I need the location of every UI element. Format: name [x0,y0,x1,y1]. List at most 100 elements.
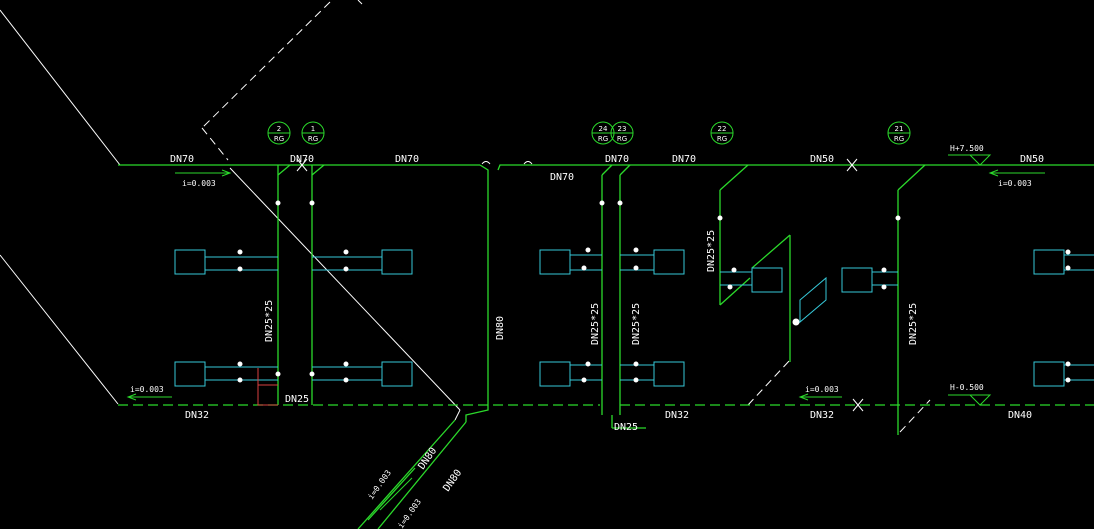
valve-icon [275,200,281,206]
valve-icon [617,200,623,206]
riser-tag: 23 RG [610,121,634,145]
fixtures [174,249,1065,387]
fixture [751,267,783,293]
svg-text:RG: RG [274,135,284,143]
elevation-label: H+7.500 [950,144,984,153]
valve-icon [237,361,243,367]
riser-tag: 1 RG [301,121,325,145]
valve-icon [309,371,315,377]
valve-icon [633,361,639,367]
riser-tags: 2 RG 1 RG 24 RG 23 RG 22 RG [267,121,911,145]
valves [237,200,1071,383]
pipe-size-label: DN70 [290,154,314,165]
valve-icon [343,249,349,255]
fixture [381,361,413,387]
valve-icon [1065,249,1071,255]
pipe-size-label: DN70 [550,172,574,183]
valve-icon [581,265,587,271]
pipe-size-label: DN70 [605,154,629,165]
construction-lines [0,0,931,433]
pipe-size-label: DN32 [810,410,834,421]
svg-text:RG: RG [308,135,318,143]
pipe-size-label: DN50 [1020,154,1044,165]
valve-icon [581,377,587,383]
cross-marker-icon [846,158,858,172]
valve-icon [585,247,591,253]
valve-icon [1065,361,1071,367]
elevation-label: H-0.500 [950,383,984,392]
cross-marker-icon [296,158,308,172]
pipe-size-label: DN70 [672,154,696,165]
valve-icon [237,266,243,272]
pipe-size-label: DN32 [665,410,689,421]
slope-arrows [126,169,1045,511]
riser-tag: 22 RG [710,121,734,145]
elevation-markers [948,154,992,406]
fixture [653,249,685,275]
pipe-size-label: DN40 [1008,410,1032,421]
fixture [381,249,413,275]
svg-text:1: 1 [311,125,315,133]
fixture [841,267,873,293]
highlight-marker [257,368,278,406]
svg-text:RG: RG [894,135,904,143]
pipe-size-label: DN25 [285,394,309,405]
pipe-network [118,164,1094,529]
valve-icon [895,215,901,221]
pipe-size-label: DN80 [495,316,506,340]
fixture-isometric [799,276,827,324]
expansion-joints [296,158,864,412]
fixture [174,249,206,275]
svg-text:2: 2 [277,125,281,133]
fixture [174,361,206,387]
svg-text:RG: RG [617,135,627,143]
valve-icon [727,284,733,290]
valve-icon [585,361,591,367]
slope-label: i=0.003 [130,385,164,394]
bend-icon [481,161,491,165]
branch-pipes [205,254,1094,381]
valve-icon [1065,265,1071,271]
pipe-size-label: DN25*25 [706,230,717,272]
pipe-size-label: DN70 [170,154,194,165]
pipe-size-label: DN32 [185,410,209,421]
svg-text:RG: RG [717,135,727,143]
bend-icon [523,161,533,165]
riser-tag: 21 RG [887,121,911,145]
valve-icon [717,215,723,221]
pipe-size-label: DN70 [395,154,419,165]
valve-icon [237,249,243,255]
slope-label: i=0.003 [998,179,1032,188]
pipe-size-label: DN80 [441,468,464,494]
valve-icon [1065,377,1071,383]
fixture [539,361,571,387]
pipe-size-label: DN25*25 [590,303,601,345]
slope-label: i=0.003 [805,385,839,394]
pipe-size-label: DN25 [614,422,638,433]
pipe-labels: DN70 DN70 DN70 DN70 DN70 DN70 DN50 DN50 … [130,144,1044,529]
pipe-size-label: DN25*25 [264,300,275,342]
valve-icon [599,200,605,206]
svg-text:24: 24 [599,125,608,133]
valve-icon [309,200,315,206]
valve-icon [343,377,349,383]
slope-label: i=0.003 [182,179,216,188]
pipe-size-label: DN50 [810,154,834,165]
valve-icon [343,361,349,367]
svg-text:23: 23 [618,125,627,133]
valve-icon [881,267,887,273]
fixture [1033,249,1065,275]
svg-text:21: 21 [895,125,904,133]
valve-icon [731,267,737,273]
valve-icon [633,247,639,253]
pipe-size-label: DN25*25 [908,303,919,345]
fixture [653,361,685,387]
valve-icon [237,377,243,383]
cross-marker-icon [852,398,864,412]
valve-icon [881,284,887,290]
svg-text:22: 22 [718,125,727,133]
valve-icon [633,377,639,383]
fixture [1033,361,1065,387]
valve-icon [633,265,639,271]
